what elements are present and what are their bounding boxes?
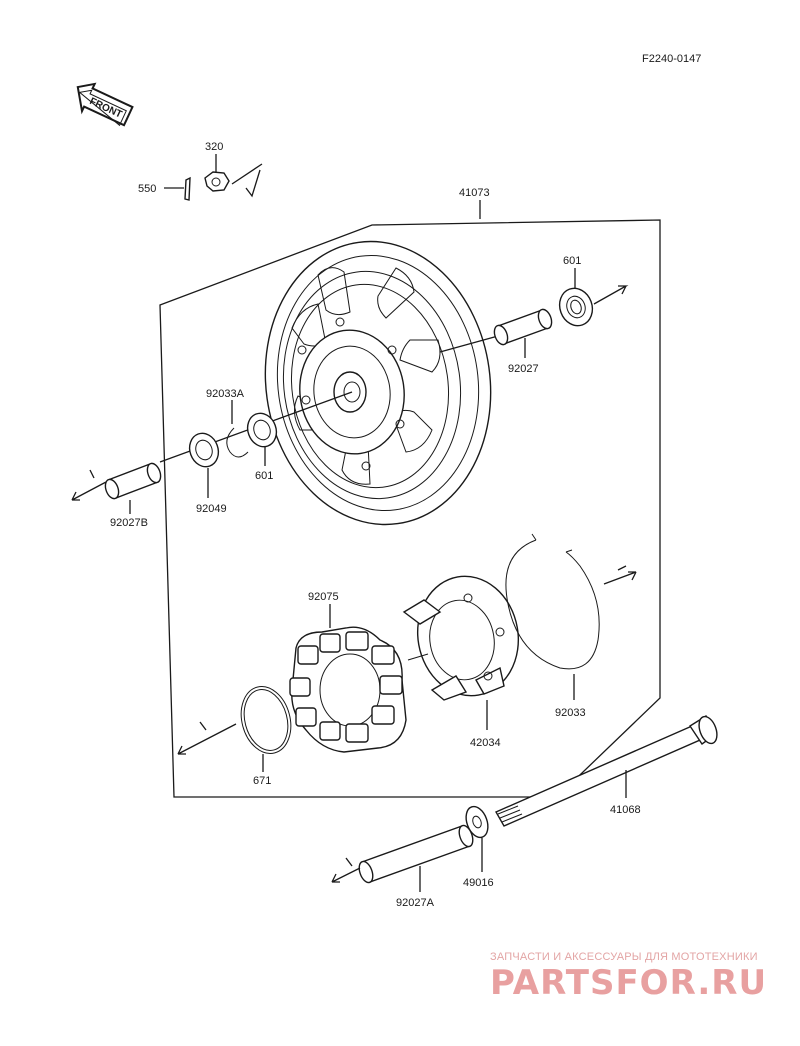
cotter-pin-550 xyxy=(184,176,191,201)
coupling-42034 xyxy=(402,575,520,701)
part-label-671: 671 xyxy=(253,775,271,787)
part-label-550: 550 xyxy=(138,183,156,195)
part-label-92075: 92075 xyxy=(308,591,339,603)
castle-nut-320 xyxy=(204,171,230,192)
assembly-frame xyxy=(159,219,661,798)
part-label-92027A: 92027A xyxy=(396,897,435,909)
damper-92075 xyxy=(289,626,407,753)
part-label-92049: 92049 xyxy=(196,503,227,515)
circlip-92033 xyxy=(505,533,600,670)
bearing-601-left xyxy=(246,412,278,448)
front-arrow-icon: FRONT xyxy=(76,82,134,127)
part-label-92033A: 92033A xyxy=(206,388,245,400)
washer-49016 xyxy=(465,805,489,839)
circlip-92033A xyxy=(226,427,249,458)
part-label-320: 320 xyxy=(205,141,223,153)
part-label-42034: 42034 xyxy=(470,737,501,749)
diagram-code: F2240-0147 xyxy=(642,53,701,65)
o-ring-671 xyxy=(240,686,292,754)
spacer-92027A xyxy=(358,824,474,884)
part-label-41073: 41073 xyxy=(459,187,490,199)
spacer-92027 xyxy=(493,308,553,346)
bearing-601-right xyxy=(558,287,594,327)
axle-41068 xyxy=(495,715,718,827)
watermark-logo: PARTSFOR.RU xyxy=(490,963,768,1003)
part-label-92027: 92027 xyxy=(508,363,539,375)
spacer-92027B xyxy=(104,462,162,500)
part-label-601-left: 601 xyxy=(255,470,273,482)
part-label-41068: 41068 xyxy=(610,804,641,816)
part-label-601-right: 601 xyxy=(563,255,581,267)
oil-seal-92049 xyxy=(188,432,220,468)
part-label-92027B: 92027B xyxy=(110,517,148,529)
part-label-49016: 49016 xyxy=(463,877,494,889)
wheel-rim-41073 xyxy=(264,240,492,526)
watermark-tagline: ЗАПЧАСТИ И АКСЕССУАРЫ ДЛЯ МОТОТЕХНИКИ xyxy=(490,951,758,963)
part-label-92033: 92033 xyxy=(555,707,586,719)
